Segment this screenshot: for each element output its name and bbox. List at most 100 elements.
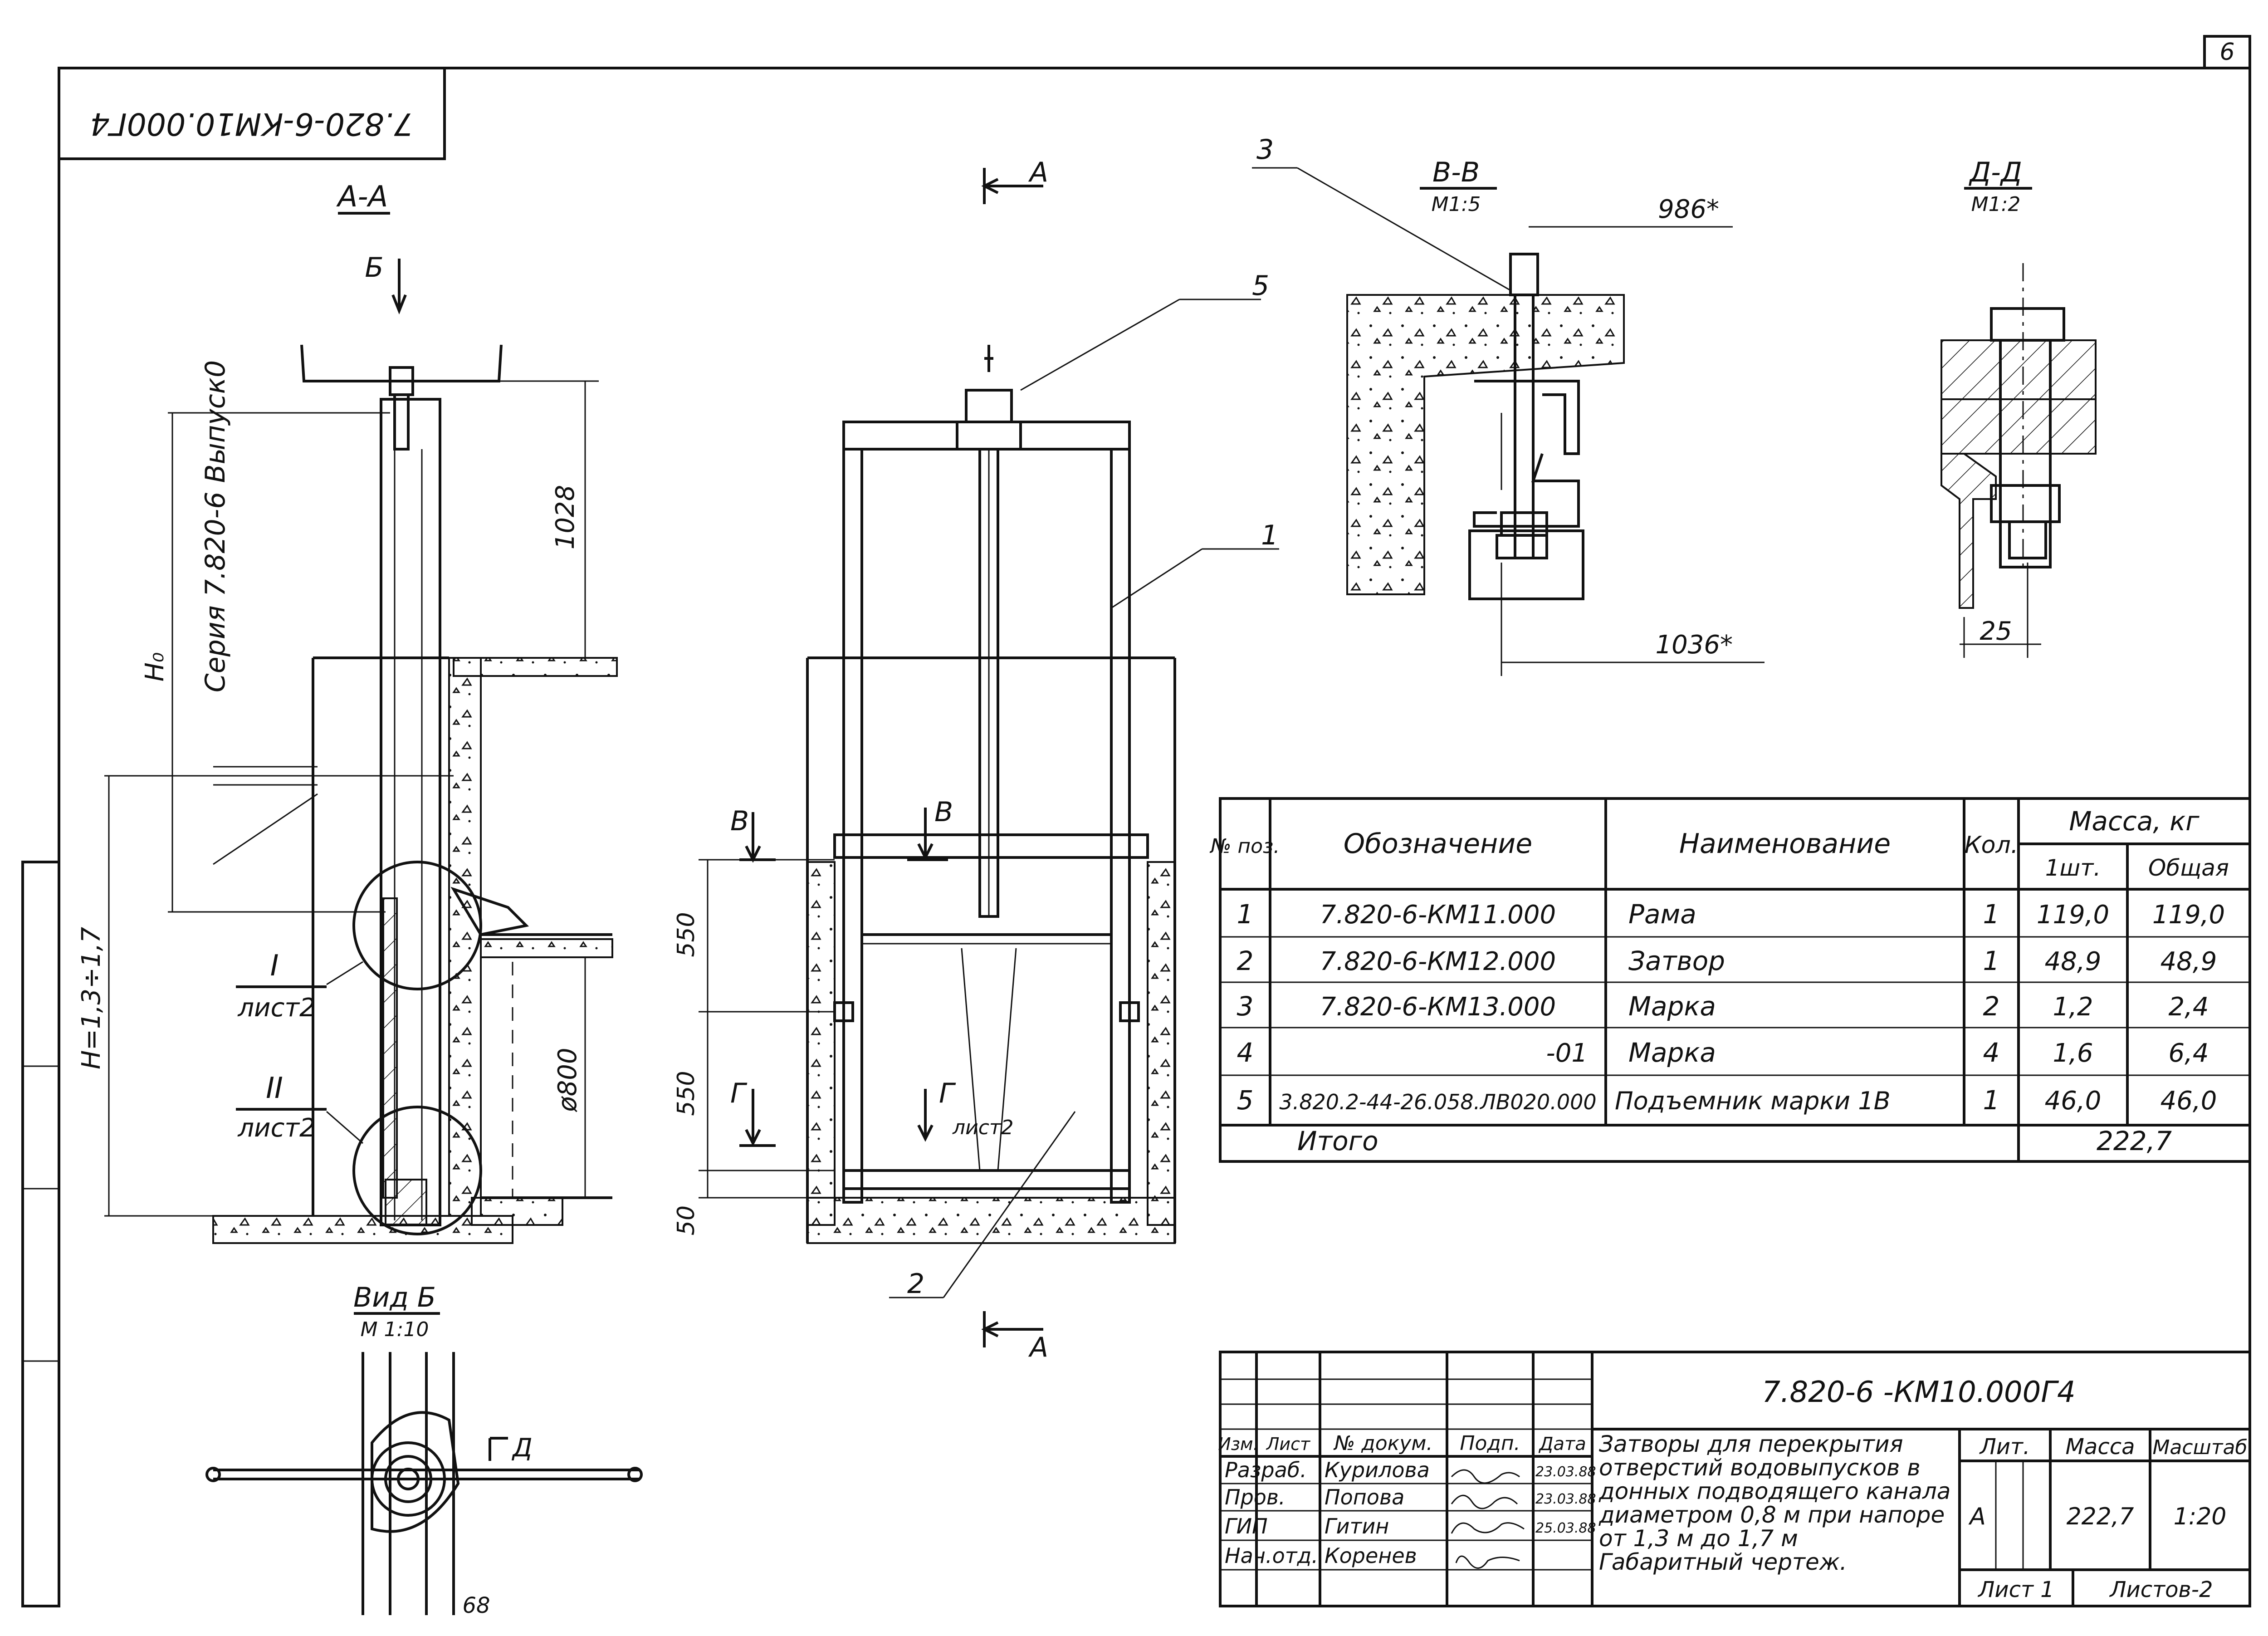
table-row: 2 7.820-6-КМ12.000 Затвор 1 48,9 48,9: [1237, 945, 2217, 976]
left-side-strip: [21, 861, 60, 1607]
dd-title: Д-Д: [1968, 157, 2022, 188]
mass-value: 222,7: [2067, 1503, 2134, 1530]
cell-mass-unit: 1,2: [2053, 992, 2093, 1022]
dim-550-bottom: 550: [673, 1071, 700, 1116]
mark-v-left: В: [730, 805, 749, 837]
table-row: 1 7.820-6-КМ11.000 Рама 1 119,0 119,0: [1237, 899, 2225, 930]
callout-2-num: II: [266, 1072, 283, 1105]
view-front: А А: [673, 157, 1279, 1363]
dd-scale: М1:2: [1971, 193, 2021, 216]
lit-value: А: [1968, 1503, 1986, 1530]
series-vertical-label: Серия 7.820-6 Выпуск0: [200, 360, 231, 692]
cell-designation: 3.820.2-44-26.058.ЛВ020.000: [1279, 1090, 1596, 1114]
sheet-frame: 6 7.820-6-КМ10.000Г4 Серия 7.820-6 Выпус…: [21, 35, 2251, 1607]
list-item: Нач.отд. Коренев: [1225, 1543, 1520, 1569]
dim-d800: ø800: [553, 1048, 582, 1112]
mark-g-left: Г: [730, 1078, 748, 1109]
title-line-1: Затворы для перекрытия: [1599, 1431, 1903, 1457]
dim-h0: H₀: [140, 652, 170, 682]
hdr-izm: Изм.: [1218, 1434, 1258, 1454]
dim-h: H=1,3÷1,7: [77, 927, 106, 1069]
title-block: 7.820-6 -КМ10.000Г4 Затворы для перекрыт…: [1218, 1351, 2251, 1607]
dim-25: 25: [1980, 617, 2012, 646]
cell-mass-total: 46,0: [2160, 1086, 2217, 1116]
scale-value: 1:20: [2174, 1503, 2227, 1530]
person-role: Нач.отд.: [1225, 1543, 1318, 1568]
person-date: 23.03.88: [1535, 1464, 1596, 1480]
hdr-list: Лист: [1266, 1434, 1311, 1454]
person-role: Разраб.: [1225, 1458, 1307, 1482]
rotated-stamp-box: [58, 67, 446, 160]
person-name: Курилова: [1325, 1458, 1430, 1482]
spec-table: № поз. Обозначение Наименование Кол. Мас…: [1209, 797, 2251, 1163]
vidb-scale: М 1:10: [361, 1318, 429, 1341]
cell-pos: 3: [1237, 991, 1254, 1022]
flange-vidb: [371, 1411, 460, 1533]
person-date: 23.03.88: [1535, 1491, 1596, 1507]
person-name: Попова: [1325, 1485, 1404, 1509]
pos-3-label: 3: [1256, 134, 1274, 166]
wall-front-right: [1147, 861, 1176, 1226]
title-line-3: донных подводящего канала: [1598, 1478, 1950, 1504]
hdr-mass-total: Общая: [2148, 855, 2229, 881]
lit-label: Лит.: [1979, 1434, 2030, 1460]
wall-aa: [448, 657, 482, 1217]
cell-name: Марка: [1628, 1037, 1716, 1068]
cell-qty: 1: [1983, 1085, 2000, 1116]
cell-mass-unit: 48,9: [2045, 947, 2102, 976]
hdr-designation: Обозначение: [1344, 828, 1532, 860]
cell-name: Марка: [1628, 991, 1716, 1022]
cell-mass-unit: 119,0: [2037, 900, 2109, 930]
title-line-6: Габаритный чертеж.: [1599, 1549, 1847, 1575]
view-dd: Д-Д М1:2 25: [1941, 157, 2097, 658]
person-name: Коренев: [1325, 1543, 1417, 1568]
total-label: Итого: [1297, 1126, 1378, 1156]
frame-column-left: [842, 448, 863, 1204]
dim-68: 68: [462, 1593, 490, 1618]
cell-qty: 1: [1983, 899, 2000, 930]
scale-label: Масштаб: [2152, 1436, 2247, 1459]
hdr-name: Наименование: [1679, 828, 1891, 860]
hdr-qty: Кол.: [1965, 832, 2019, 859]
table-row: 5 3.820.2-44-26.058.ЛВ020.000 Подъемник …: [1237, 1085, 2217, 1116]
list-item: ГИП Гитин 25.03.88: [1225, 1514, 1596, 1538]
table-row: 4 -01 Марка 4 1,6 6,4: [1237, 1037, 2209, 1068]
detail-circle-1: [352, 861, 482, 990]
sheet-number-box: [2203, 35, 2251, 69]
view-vv: В-В М1:5 3 986* 1036*: [1252, 134, 1765, 676]
mark-v-right: В: [934, 796, 953, 828]
sheet-number: 6: [2219, 39, 2234, 66]
pos-5-label: 5: [1252, 270, 1269, 302]
cell-qty: 2: [1983, 991, 2000, 1022]
view-aa-mark: Б: [365, 252, 383, 284]
mass-label: Масса: [2065, 1434, 2135, 1460]
mark-d: Д: [511, 1433, 533, 1463]
hdr-mass-unit: 1шт.: [2045, 855, 2101, 881]
signature-4: [1455, 1555, 1520, 1569]
title-line-4: диаметром 0,8 м при напоре: [1598, 1502, 1945, 1528]
signature-3: [1451, 1522, 1525, 1534]
rotated-stamp-code: 7.820-6-КМ10.000Г4: [90, 106, 413, 142]
mark-g-right: Г: [939, 1078, 956, 1109]
gate-front: [860, 933, 1113, 1190]
signature-2: [1451, 1494, 1518, 1509]
cell-designation: 7.820-6-КМ11.000: [1320, 900, 1556, 930]
person-name: Гитин: [1325, 1514, 1389, 1538]
cell-name: Затвор: [1628, 945, 1725, 976]
cell-name: Рама: [1628, 899, 1696, 930]
handwheel-aa: [300, 344, 503, 382]
cell-mass-unit: 46,0: [2045, 1086, 2102, 1116]
titleblock-code: 7.820-6 -КМ10.000Г4: [1762, 1376, 2075, 1409]
cell-designation: -01: [1546, 1038, 1588, 1068]
cell-name: Подъемник марки 1В: [1615, 1087, 1891, 1115]
person-role: ГИП: [1225, 1514, 1268, 1538]
cell-pos: 2: [1237, 945, 1254, 976]
dim-1036: 1036*: [1655, 630, 1733, 660]
section-mark-bottom: А: [1028, 1332, 1048, 1363]
cell-qty: 1: [1983, 945, 2000, 976]
title-line-2: отверстий водовыпусков в: [1599, 1455, 1921, 1481]
cell-mass-unit: 1,6: [2053, 1038, 2093, 1068]
dim-50: 50: [673, 1205, 700, 1235]
cell-mass-total: 119,0: [2152, 900, 2225, 930]
